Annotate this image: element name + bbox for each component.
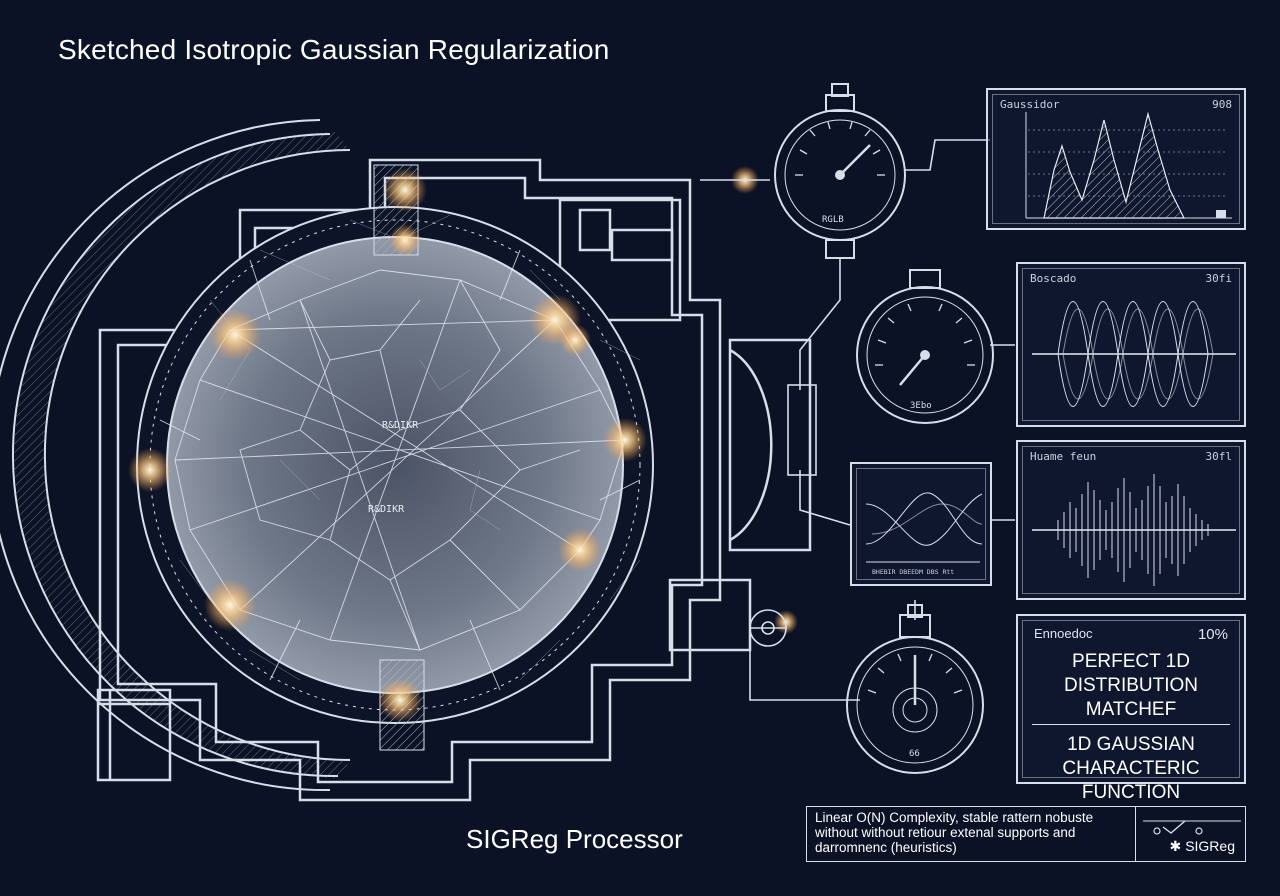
brand-label: SIGReg [1185,838,1235,854]
panel-4-title: Ennoedoc [1034,626,1093,641]
panel-4-percent: 10% [1197,626,1228,643]
glow-node-icon [128,164,798,751]
summary-divider [1135,807,1136,861]
summary-text: Linear O(N) Complexity, stable rattern n… [815,810,1094,855]
histogram-plot [1025,111,1232,219]
gauge-2-caption: 3Ebo [910,401,932,411]
gauge-icon [856,269,994,424]
panel-1-title: Gaussidor [1000,98,1060,111]
match-summary-panel: Ennoedoc 10% Perfect 1D Distribution Mat… [1016,614,1246,803]
gauge-icon [846,604,984,774]
processor-label: SIGReg Processor [466,824,683,854]
gauge-icon [774,83,906,259]
panel-4-line-2: 1D Gaussian Characteric Function [1062,734,1200,803]
page-title: Sketched Isotropic Gaussian Regularizati… [58,34,610,65]
distribution-plot: BHEBIR DBEEDM DBS Rtt [865,492,983,576]
waveform-plot [1032,474,1236,586]
panel-2-title: Boscado [1030,272,1077,285]
oscillation-panel: Boscado 30fi [1016,262,1246,427]
gear-icon [749,609,787,647]
gauge-ticks-4 [867,653,963,694]
distribution-panel: BHEBIR DBEEDM DBS Rtt [850,462,992,586]
gauge-ticks-2 [875,303,975,366]
panel-3-title: Huame feun [1030,450,1097,463]
oscillation-plot [1032,301,1236,407]
panel-2-value: 30fi [1205,272,1233,285]
check-icon [1143,820,1241,835]
mid-panel-caption: BHEBIR DBEEDM DBS Rtt [872,568,954,576]
gauge-1-caption: RGLB [822,215,844,225]
histogram-panel: Gaussidor 908 [986,88,1246,230]
gauge-4-caption: 66 [909,749,920,759]
panel-3-value: 30fl [1205,450,1233,463]
bug-icon: ✱ [1169,839,1182,855]
core-label-a: R&DIKR [382,420,419,431]
summary-box: Linear O(N) Complexity, stable rattern n… [806,806,1246,862]
housing [96,158,812,802]
connectors [700,139,1015,701]
waveform-panel: Huame feun 30fl [1016,440,1246,600]
panel-4-line-1: Perfect 1D Distribution Matchef [1032,646,1230,725]
panel-1-value: 908 [1212,98,1232,111]
core-label-b: R&DIKR [368,504,405,515]
gauge-ticks-1 [795,121,885,176]
